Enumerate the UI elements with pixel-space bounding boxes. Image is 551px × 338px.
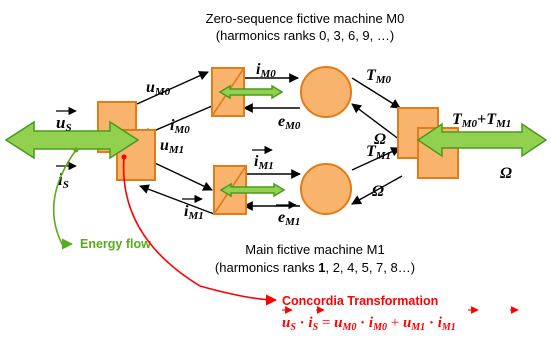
label-um0: uM0 [146, 79, 171, 98]
label-em1: eM1 [278, 209, 300, 228]
machine-m0-circle [300, 66, 352, 118]
energy-arrow-left [4, 120, 140, 160]
bottom-title-line2-pre: (harmonics ranks [215, 260, 318, 275]
energy-arrows [4, 84, 548, 198]
energy-arrow-m0 [218, 84, 284, 100]
concordia-pointer [121, 154, 278, 306]
label-torque-sum: TM0+TM1 [452, 111, 511, 130]
wire-im1-left [139, 184, 215, 215]
energy-flow-pointer [52, 147, 79, 250]
concordia-title: Concordia Transformation [282, 294, 438, 308]
wire-omega-top [351, 103, 401, 141]
label-um1: uM1 [160, 137, 184, 156]
label-omega-top: Ω [374, 131, 386, 148]
label-em0: eM0 [278, 113, 301, 132]
label-is: iS [58, 170, 69, 191]
svg-text:uS · iS = uM0 · iM0 + uM1 · iM: uS · iS = uM0 · iM0 + uM1 · iM1 [282, 315, 456, 333]
top-title-line1: Zero-sequence fictive machine M0 [206, 11, 405, 26]
machine-m1-circle [300, 163, 352, 215]
label-omega-right: Ω [500, 165, 512, 182]
energy-arrow-m1 [219, 182, 286, 198]
label-im0-left: iM0 [170, 117, 190, 136]
concordia-formula: uS · iS = uM0 · iM0 + uM1 · iM1 [282, 306, 519, 333]
label-us: uS [56, 113, 72, 134]
wire-tm0 [351, 77, 401, 109]
label-im1-top: iM1 [254, 153, 274, 172]
bottom-title-line2: (harmonics ranks 1, 2, 4, 5, 7, 8…) [215, 260, 415, 275]
energy-arrow-right [416, 122, 548, 158]
label-tm0: TM0 [366, 67, 392, 86]
label-im1-left: iM1 [184, 203, 204, 222]
wire-omega-bottom [351, 175, 403, 205]
wire-tm1 [351, 147, 401, 171]
bottom-title-line2-bold: 1 [318, 260, 325, 275]
label-omega-bottom: Ω [372, 183, 384, 200]
label-tm1: TM1 [366, 143, 391, 162]
label-im0-top: iM0 [256, 61, 276, 80]
bottom-title-line1: Main fictive machine M1 [245, 242, 384, 257]
top-title-line2: (harmonics ranks 0, 3, 6, 9, …) [216, 28, 394, 43]
energy-flow-label: Energy flow [80, 237, 151, 251]
bottom-title-line2-post: , 2, 4, 5, 7, 8…) [325, 260, 415, 275]
wire-um0 [136, 71, 209, 105]
